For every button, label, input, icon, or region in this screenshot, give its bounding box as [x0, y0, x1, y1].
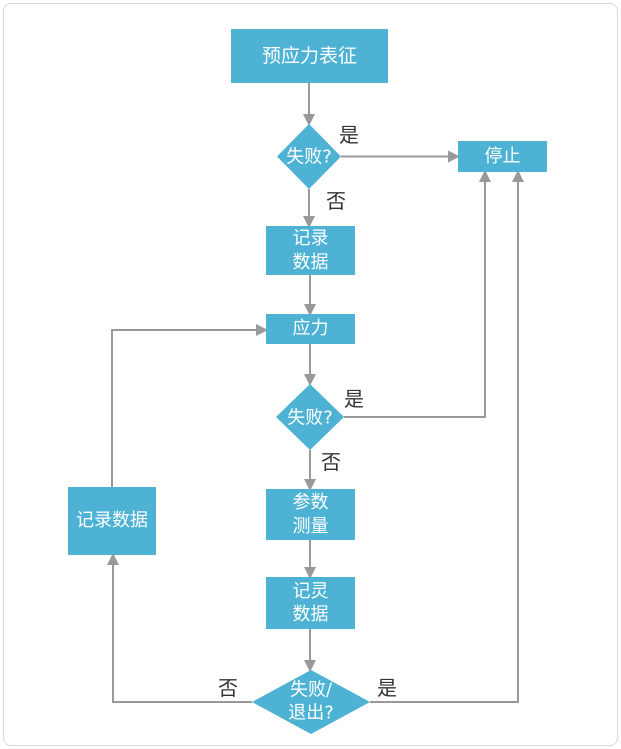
node-label-line1: 参数 [292, 492, 329, 514]
node-record-data-left: 记录数据 [68, 487, 156, 555]
node-label: 预应力表征 [261, 44, 357, 67]
node-label-line1: 记录 [292, 228, 329, 250]
edge-label-no-2: 否 [321, 450, 341, 474]
node-label-line1: 记灵 [292, 580, 329, 602]
edge-label-no-1: 否 [326, 189, 346, 213]
node-record-data-1: 记录 数据 [266, 226, 355, 275]
edge-label-no-3: 否 [218, 676, 238, 700]
node-stop: 停止 [458, 141, 547, 172]
node-prestress-characterization: 预应力表征 [231, 29, 388, 83]
node-label-line2: 数据 [292, 604, 329, 625]
decision-failure-exit-shape [252, 670, 370, 734]
arrow-decision3-to-recordleft [107, 553, 252, 703]
node-label: 停止 [484, 145, 521, 167]
node-stress: 应力 [266, 314, 355, 344]
arrow-decision3-to-stop [370, 170, 524, 703]
decision-failure-exit-label: 失败/ 退出? [288, 679, 334, 724]
node-label-line2: 测量 [292, 515, 329, 537]
node-record-data-2: 记灵 数据 [266, 577, 355, 629]
arrow-recordleft-to-stress [111, 324, 268, 487]
decision-failure-2-shape [276, 384, 344, 450]
decision-failure-2-label: 失败? [287, 407, 333, 429]
decision-failure-1-shape [277, 124, 341, 189]
edge-label-yes-3: 是 [377, 676, 397, 700]
edge-label-yes-2: 是 [344, 387, 364, 411]
decision-failure-1-label: 失败? [286, 146, 332, 168]
arrow-decision2-to-stop [344, 170, 491, 418]
node-label: 应力 [292, 318, 329, 340]
node-label-line2: 数据 [292, 251, 329, 273]
node-label: 记录数据 [76, 510, 148, 532]
node-parameter-measurement: 参数 测量 [266, 489, 355, 540]
edge-label-yes-1: 是 [339, 123, 359, 147]
